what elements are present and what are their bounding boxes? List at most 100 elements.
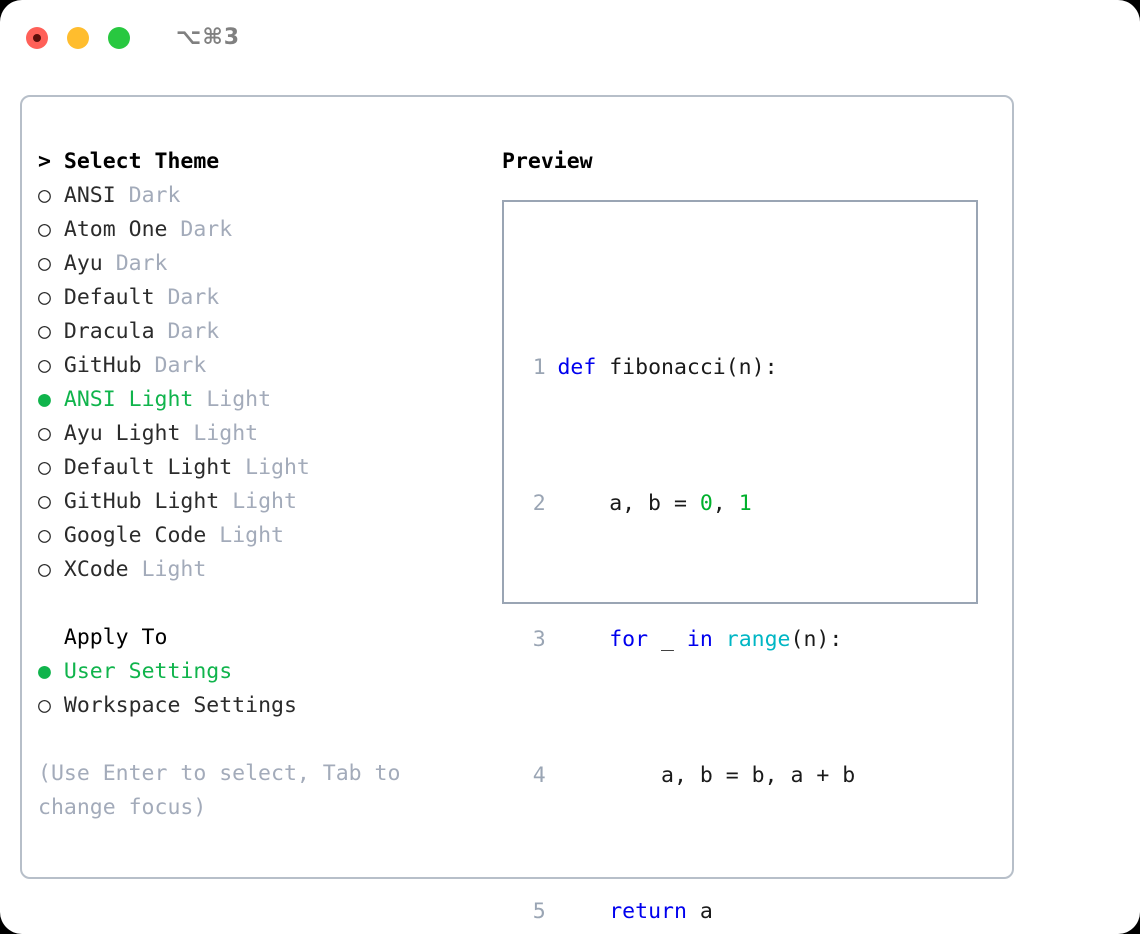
window-controls: [26, 27, 130, 49]
titlebar: ⌥⌘3: [0, 0, 1140, 76]
theme-selector-column: > Select Theme ○ ANSI Dark ○ Atom One Da…: [38, 145, 478, 825]
theme-variant-tag: Light: [193, 421, 259, 446]
theme-name: Ayu Light: [63, 421, 181, 446]
theme-variant-tag: Dark: [167, 319, 220, 344]
theme-list-item[interactable]: ○ Ayu Dark: [38, 247, 478, 281]
line-number: 4: [532, 763, 546, 788]
theme-variant-tag: Dark: [128, 183, 181, 208]
code-token-text: (n):: [790, 627, 843, 652]
radio-icon[interactable]: ○: [38, 421, 51, 446]
code-line: 5 return a: [522, 895, 894, 929]
theme-name: Dracula: [63, 319, 155, 344]
code-token-text: a, b = b, a + b: [557, 763, 856, 788]
theme-list-item[interactable]: ○ GitHub Light Light: [38, 485, 478, 519]
theme-list-item[interactable]: ○ ANSI Dark: [38, 179, 478, 213]
code-token-number: 1: [738, 491, 752, 516]
preview-title: Preview: [502, 149, 593, 174]
theme-list-header: > Select Theme: [38, 145, 478, 179]
radio-icon[interactable]: ○: [38, 251, 51, 276]
radio-icon[interactable]: ○: [38, 183, 51, 208]
theme-name: XCode: [63, 557, 129, 582]
theme-variant-tag: Light: [206, 387, 272, 412]
code-token-text: [557, 627, 609, 652]
code-sample: 1 def fibonacci(n): 2 a, b = 0, 1 3 for _…: [522, 249, 894, 934]
code-line: 1 def fibonacci(n):: [522, 351, 894, 385]
line-number: 3: [532, 627, 546, 652]
radio-icon[interactable]: ○: [38, 693, 51, 718]
code-token-number: 0: [699, 491, 713, 516]
line-number: 5: [532, 899, 546, 924]
keyboard-shortcut-label: ⌥⌘3: [176, 25, 241, 50]
theme-variant-tag: Dark: [180, 217, 233, 242]
theme-list-item[interactable]: ○ GitHub Dark: [38, 349, 478, 383]
code-token-keyword: def: [557, 355, 597, 380]
theme-list-title: Select Theme: [63, 149, 220, 174]
theme-list-item[interactable]: ○ Google Code Light: [38, 519, 478, 553]
code-token-text: [557, 899, 609, 924]
code-token-function: range: [725, 627, 791, 652]
code-token-keyword: in: [686, 627, 713, 652]
close-button[interactable]: [26, 27, 48, 49]
apply-to-option-workspace[interactable]: ○ Workspace Settings: [38, 689, 478, 723]
main-panel: > Select Theme ○ ANSI Dark ○ Atom One Da…: [20, 95, 1014, 924]
code-token-text: fibonacci(n):: [596, 355, 778, 380]
theme-list-item[interactable]: ○ Default Light Light: [38, 451, 478, 485]
line-number: 1: [532, 355, 546, 380]
theme-name: Atom One: [63, 217, 168, 242]
theme-name: GitHub Light: [63, 489, 220, 514]
apply-to-label: Apply To: [63, 625, 168, 650]
radio-icon[interactable]: ○: [38, 217, 51, 242]
radio-icon-selected[interactable]: ●: [38, 387, 51, 412]
minimize-button[interactable]: [67, 27, 89, 49]
radio-icon[interactable]: ○: [38, 523, 51, 548]
theme-list-item[interactable]: ○ Ayu Light Light: [38, 417, 478, 451]
radio-icon[interactable]: ○: [38, 557, 51, 582]
code-token-text: a, b =: [557, 491, 700, 516]
theme-name: Default: [63, 285, 155, 310]
recording-indicator-icon: [33, 34, 41, 42]
list-spacer: [38, 587, 478, 621]
theme-variant-tag: Dark: [154, 353, 207, 378]
apply-to-option-label: Workspace Settings: [63, 693, 297, 718]
code-token-keyword: for: [609, 627, 649, 652]
code-token-text: a: [686, 899, 713, 924]
preview-column: Preview 1 def fibonacci(n): 2 a, b = 0, 1…: [502, 145, 997, 924]
theme-variant-tag: Light: [232, 489, 297, 514]
theme-list-item[interactable]: ○ Dracula Dark: [38, 315, 478, 349]
theme-list-item[interactable]: ○ Default Dark: [38, 281, 478, 315]
code-token-text: ,: [712, 491, 739, 516]
theme-name: ANSI: [63, 183, 116, 208]
preview-panel: 1 def fibonacci(n): 2 a, b = 0, 1 3 for _…: [502, 200, 978, 924]
radio-icon[interactable]: ○: [38, 489, 51, 514]
hint-spacer: [38, 723, 478, 757]
theme-list: ○ ANSI Dark ○ Atom One Dark ○ Ayu Dark ○…: [38, 179, 478, 587]
theme-list-item-selected[interactable]: ● ANSI Light Light: [38, 383, 478, 417]
radio-icon[interactable]: ○: [38, 455, 51, 480]
radio-icon-selected[interactable]: ●: [38, 659, 51, 684]
line-number: 2: [532, 491, 546, 516]
apply-to-section: Apply To ● User Settings ○ Workspace Set…: [38, 621, 478, 723]
code-token-text: [713, 627, 726, 652]
theme-variant-tag: Light: [219, 523, 284, 548]
theme-name: Ayu: [63, 251, 103, 276]
code-line: 3 for _ in range(n):: [522, 623, 894, 657]
zoom-button[interactable]: [108, 27, 130, 49]
hint-line-1: (Use Enter to select, Tab to: [38, 761, 401, 786]
theme-list-item[interactable]: ○ XCode Light: [38, 553, 478, 587]
apply-to-option-user[interactable]: ● User Settings: [38, 655, 478, 689]
radio-icon[interactable]: ○: [38, 319, 51, 344]
theme-variant-tag: Dark: [115, 251, 168, 276]
code-line: 4 a, b = b, a + b: [522, 759, 894, 793]
radio-icon[interactable]: ○: [38, 353, 51, 378]
theme-variant-tag: Light: [245, 455, 310, 480]
keyboard-hint: (Use Enter to select, Tab to: [38, 757, 478, 791]
code-token-keyword: return: [609, 899, 687, 924]
theme-name: GitHub: [63, 353, 142, 378]
theme-variant-tag: Dark: [167, 285, 220, 310]
theme-name: Google Code: [63, 523, 207, 548]
theme-name: Default Light: [63, 455, 233, 480]
radio-icon[interactable]: ○: [38, 285, 51, 310]
theme-list-item[interactable]: ○ Atom One Dark: [38, 213, 478, 247]
code-line: 2 a, b = 0, 1: [522, 487, 894, 521]
